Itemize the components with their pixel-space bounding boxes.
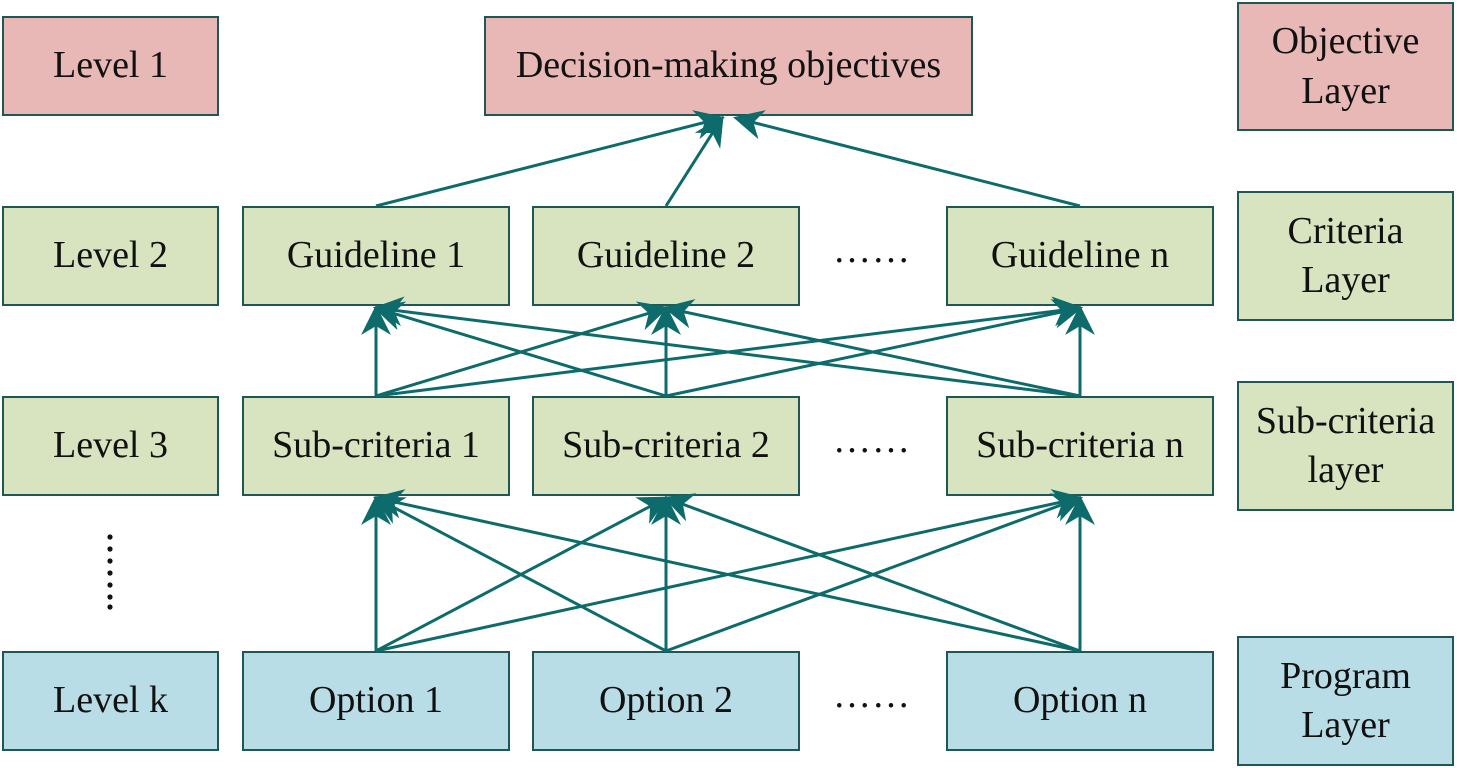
- level-3-box: Level 3: [2, 396, 219, 496]
- level-k-label: Level k: [52, 679, 168, 722]
- vertical-ellipsis: [107, 534, 113, 610]
- objective-label: Decision-making objectives: [515, 44, 942, 87]
- guideline-1-box: Guideline 1: [242, 206, 510, 306]
- subcriteria-layer-box: Sub-criteria layer: [1237, 381, 1454, 511]
- level-1-label: Level 1: [52, 44, 168, 87]
- level-2-label: Level 2: [52, 234, 168, 277]
- subcriteria-n-label: Sub-criteria n: [976, 424, 1184, 467]
- option-ellipsis: ……: [833, 674, 911, 716]
- level-3-label: Level 3: [52, 424, 168, 467]
- option-2-label: Option 2: [598, 679, 734, 722]
- connector-arrow-18: [373, 489, 1081, 653]
- guideline-ellipsis: ……: [833, 229, 911, 271]
- connector-arrow-1: [664, 115, 724, 207]
- subcriteria-n-box: Sub-criteria n: [946, 396, 1214, 496]
- subcriteria-layer-label: Sub-criteria layer: [1255, 399, 1436, 491]
- criteria-layer-label: Criteria Layer: [1287, 209, 1404, 301]
- objective-box: Decision-making objectives: [484, 16, 973, 116]
- connector-arrow-2: [733, 110, 1081, 208]
- subcriteria-2-label: Sub-criteria 2: [562, 424, 770, 467]
- guideline-n-label: Guideline n: [990, 234, 1170, 277]
- level-1-box: Level 1: [2, 16, 219, 116]
- guideline-2-box: Guideline 2: [532, 206, 800, 306]
- option-1-label: Option 1: [308, 679, 444, 722]
- subcriteria-2-box: Sub-criteria 2: [532, 396, 800, 496]
- guideline-n-box: Guideline n: [946, 206, 1214, 306]
- connector-arrow-19: [663, 493, 1081, 653]
- level-2-box: Level 2: [2, 206, 219, 306]
- connector-arrow-10: [663, 298, 1081, 398]
- option-n-label: Option n: [1012, 679, 1148, 722]
- program-layer-label: Program Layer: [1280, 654, 1411, 746]
- subcriteria-ellipsis: ……: [833, 419, 911, 461]
- connector-arrow-9: [373, 296, 1081, 398]
- subcriteria-1-label: Sub-criteria 1: [272, 424, 480, 467]
- connector-arrow-0: [375, 110, 725, 208]
- program-layer-box: Program Layer: [1237, 636, 1454, 766]
- criteria-layer-box: Criteria Layer: [1237, 191, 1454, 321]
- option-1-box: Option 1: [242, 651, 510, 751]
- option-n-box: Option n: [946, 651, 1214, 751]
- option-2-box: Option 2: [532, 651, 800, 751]
- connector-arrow-6: [373, 301, 667, 398]
- level-k-box: Level k: [2, 651, 219, 751]
- objective-layer-box: Objective Layer: [1237, 2, 1454, 131]
- connector-arrow-15: [373, 496, 667, 653]
- guideline-2-label: Guideline 2: [576, 234, 756, 277]
- objective-layer-label: Objective Layer: [1271, 20, 1420, 112]
- guideline-1-label: Guideline 1: [286, 234, 466, 277]
